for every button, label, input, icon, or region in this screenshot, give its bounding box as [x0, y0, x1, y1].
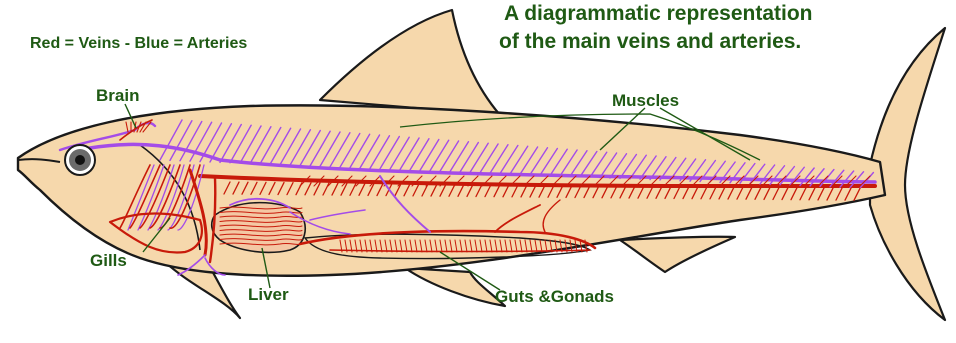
eye-pupil: [75, 155, 85, 165]
title: A diagrammatic representation of the mai…: [499, 2, 812, 53]
label-gills: Gills: [90, 251, 127, 270]
color-key: Red = Veins - Blue = Arteries: [30, 35, 247, 52]
eye: [65, 145, 95, 175]
label-guts-gonads: Guts &Gonads: [495, 287, 614, 306]
dorsal-fin: [320, 10, 500, 115]
anal-fin: [620, 237, 735, 272]
pelvic-fin: [405, 268, 505, 306]
label-liver: Liver: [248, 285, 289, 304]
label-muscles: Muscles: [612, 91, 679, 110]
label-brain: Brain: [96, 86, 139, 105]
title-line-1: A diagrammatic representation: [504, 2, 812, 25]
title-line-2: of the main veins and arteries.: [499, 30, 801, 53]
